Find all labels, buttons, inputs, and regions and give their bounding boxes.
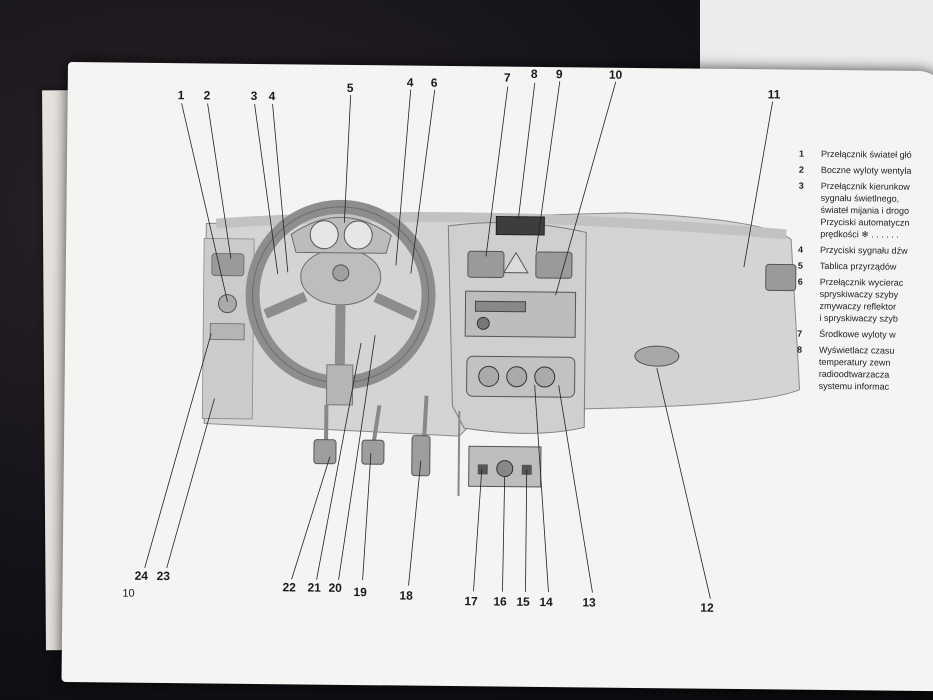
callout-10: 10 xyxy=(608,67,623,82)
legend-text: Tablica przyrządów xyxy=(819,260,897,272)
callout-3: 3 xyxy=(250,88,258,103)
legend-item: 2 Boczne wyloty wentyla xyxy=(799,164,933,178)
callout-6: 6 xyxy=(430,75,438,90)
left-side-vent xyxy=(211,253,245,277)
page-number: 10 xyxy=(122,587,135,600)
callout-9: 9 xyxy=(555,67,563,82)
legend-item: 1 Przełącznik świateł głó xyxy=(799,148,933,162)
legend-text: i spryskiwaczy szyb xyxy=(819,312,898,324)
dashboard-diagram: 1 2 3 4 5 4 6 7 8 9 10 11 24 23 22 21 20… xyxy=(62,62,808,630)
callout-22: 22 xyxy=(282,580,296,595)
callout-1: 1 xyxy=(177,88,185,103)
pedal-clutch xyxy=(313,439,337,465)
callout-5: 5 xyxy=(346,80,354,95)
callout-16: 16 xyxy=(493,594,507,609)
callout-18: 18 xyxy=(399,588,413,603)
callout-21: 21 xyxy=(307,580,321,595)
legend-number: 8 xyxy=(796,344,803,355)
dashboard-illustration xyxy=(144,81,801,599)
legend-item: 5 Tablica przyrządów xyxy=(798,260,933,274)
legend-text: systemu informac xyxy=(818,380,890,392)
radio-unit xyxy=(464,290,577,338)
callout-7: 7 xyxy=(503,70,511,85)
callout-4b: 4 xyxy=(406,75,414,90)
legend-item: 4 Przyciski sygnału dźw xyxy=(798,244,933,258)
light-switch xyxy=(217,294,237,314)
centre-vent-right xyxy=(535,251,573,279)
legend-item: 3 Przełącznik kierunkow sygnału świetlne… xyxy=(798,180,933,242)
legend-text: Środkowe wyloty w xyxy=(819,328,896,340)
callout-17: 17 xyxy=(464,594,478,609)
legend-list: 1 Przełącznik świateł głó 2 Boczne wylot… xyxy=(797,148,933,398)
callout-20: 20 xyxy=(328,580,342,595)
legend-text: prędkości ❄ . . . . . . xyxy=(820,228,899,240)
callout-23: 23 xyxy=(156,568,171,584)
manual-page: 1 2 3 4 5 4 6 7 8 9 10 11 24 23 22 21 20… xyxy=(61,62,933,692)
legend-number: 6 xyxy=(797,276,803,287)
legend-text: Przyciski sygnału dźw xyxy=(820,244,908,256)
callout-12: 12 xyxy=(700,600,714,615)
legend-number: 5 xyxy=(797,260,803,271)
callout-4: 4 xyxy=(268,89,276,104)
legend-item: 6 Przełącznik wycierac spryskiwaczy szyb… xyxy=(797,276,933,326)
legend-text: Przełącznik świateł głó xyxy=(821,148,912,160)
legend-item: 7 Środkowe wyloty w xyxy=(797,328,933,342)
glovebox-handle xyxy=(634,345,680,367)
callout-11: 11 xyxy=(767,87,781,102)
callout-2: 2 xyxy=(203,88,211,103)
callout-15: 15 xyxy=(516,594,530,609)
pedal-brake xyxy=(361,439,385,465)
right-side-vent xyxy=(765,263,797,292)
centre-vent-left xyxy=(467,250,505,279)
callout-13: 13 xyxy=(582,595,596,610)
legend-number: 4 xyxy=(798,244,804,255)
display-unit xyxy=(495,215,545,236)
legend-number: 2 xyxy=(798,164,804,175)
callout-8: 8 xyxy=(530,66,538,81)
legend-number: 3 xyxy=(798,180,804,191)
callout-14: 14 xyxy=(539,594,553,610)
pedal-accelerator xyxy=(411,435,431,477)
legend-item: 8 Wyświetlacz czasu temperatury zewn rad… xyxy=(797,344,933,394)
legend-text: Boczne wyloty wentyla xyxy=(820,164,912,176)
legend-number: 1 xyxy=(799,148,805,159)
callout-24: 24 xyxy=(134,568,149,583)
legend-number: 7 xyxy=(797,328,803,339)
callout-19: 19 xyxy=(353,585,367,600)
